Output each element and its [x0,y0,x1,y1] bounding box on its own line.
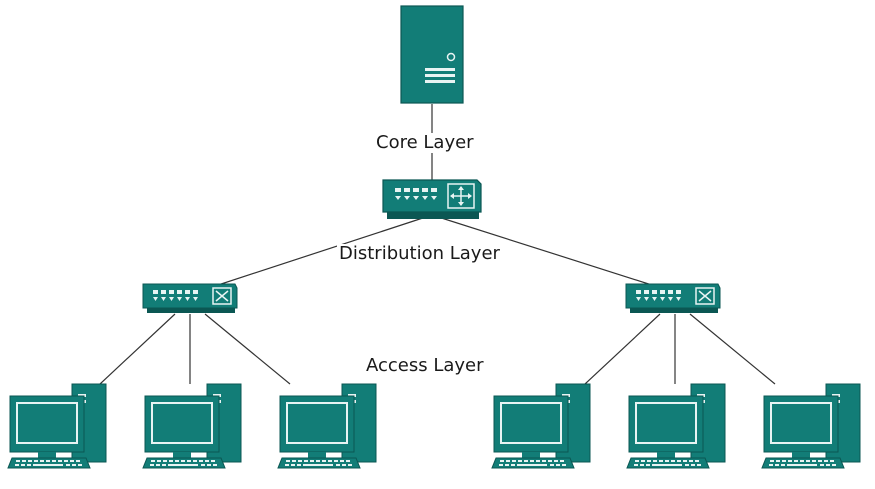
workstation-icon [626,383,726,469]
server-icon [400,5,464,104]
core-layer-label: Core Layer [374,132,476,153]
workstation-icon [277,383,377,469]
link-switch-right-pc3 [689,313,776,385]
switch-icon [625,283,721,314]
workstation-icon [761,383,861,469]
link-switch-left-pc3 [204,313,291,385]
workstation-icon [7,383,107,469]
link-router-switch-right [431,214,656,287]
switch-icon [142,283,238,314]
workstation-icon [142,383,242,469]
link-switch-left-pc1 [99,313,176,385]
network-links [99,104,776,385]
link-router-switch-left [214,214,433,287]
router-icon [382,179,482,219]
distribution-layer-label: Distribution Layer [337,243,502,264]
workstation-icon [491,383,591,469]
link-switch-right-pc1 [584,313,661,385]
access-layer-label: Access Layer [364,355,486,376]
